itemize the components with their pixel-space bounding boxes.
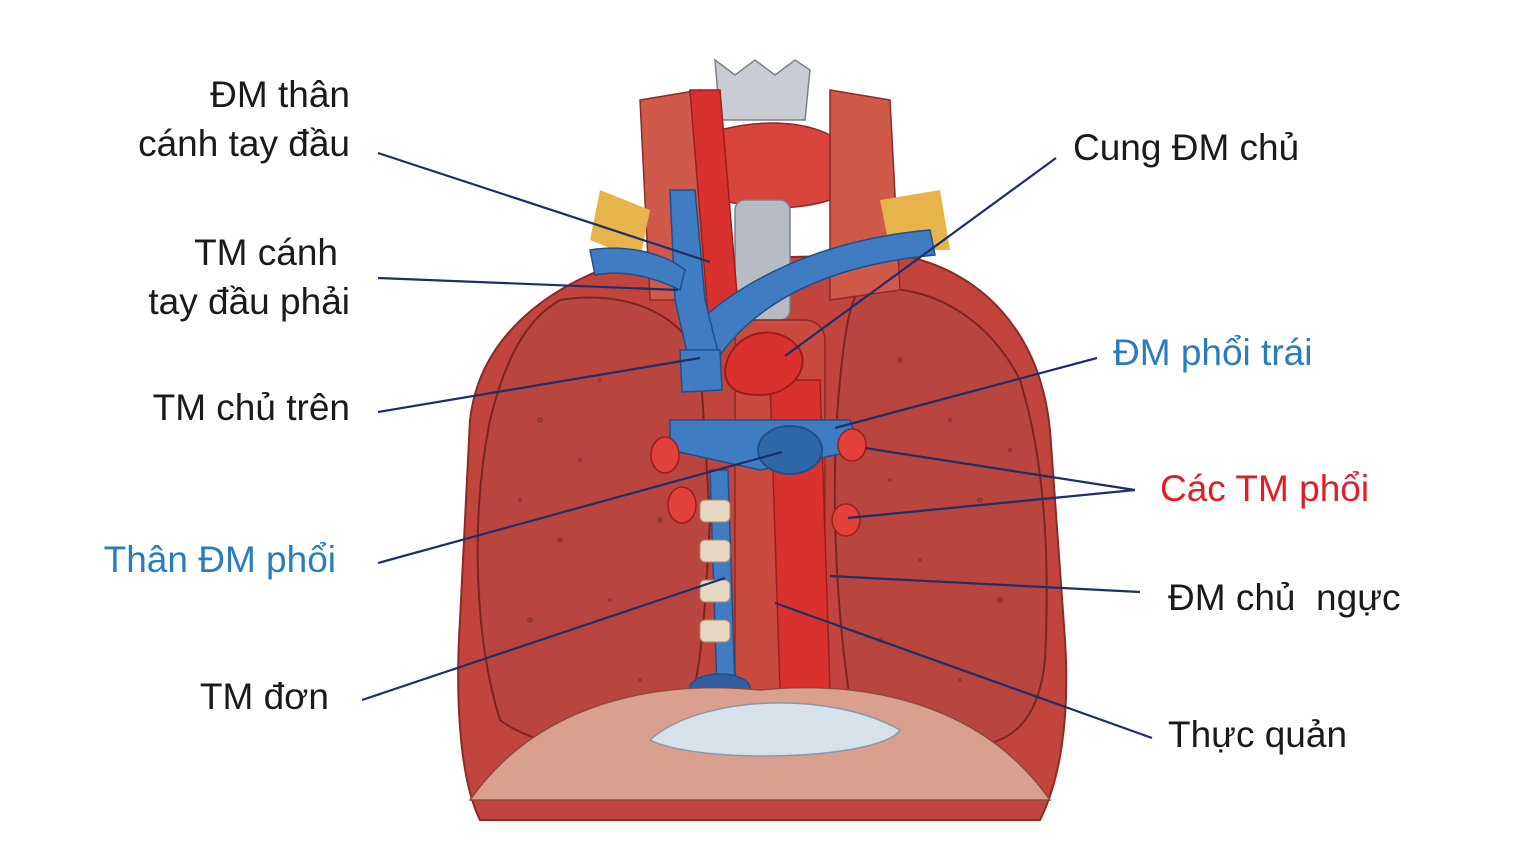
pulmonary-vein-3: [837, 428, 867, 462]
label-brachiocephalic-trunk-line2: cánh tay đầu: [138, 123, 350, 164]
thyroid: [719, 122, 831, 209]
left-brachiocephalic-vein: [688, 229, 936, 357]
label-azygos-vein: TM đơn: [199, 676, 329, 717]
leader-superior-vena-cava: [377, 356, 701, 414]
label-brachiocephalic-trunk: ĐM thân cánh tay đầu: [138, 70, 350, 168]
vertebrae: [699, 499, 731, 643]
pulmonary-trunk-vessel: [757, 425, 823, 475]
leader-pulmonary-trunk: [377, 450, 783, 565]
leader-brachiocephalic-trunk: [377, 151, 711, 264]
label-right-brachiocephalic-vein-line1: TM cánh: [194, 232, 338, 273]
label-right-brachiocephalic-vein-line2: tay đầu phải: [148, 281, 350, 322]
leader-left-pulmonary-artery: [834, 356, 1098, 430]
leader-pulmonary-veins-upper: [864, 446, 1136, 492]
label-right-brachiocephalic-vein: TM cánh tay đầu phải: [148, 228, 350, 326]
right-subclavian-vein: [589, 247, 686, 292]
label-aortic-arch: Cung ĐM chủ: [1073, 127, 1300, 168]
label-brachiocephalic-trunk-line1: ĐM thân: [210, 74, 350, 115]
pulmonary-vein-4: [831, 503, 861, 537]
label-superior-vena-cava: TM chủ trên: [152, 387, 350, 428]
label-thoracic-aorta: ĐM chủ ngực: [1168, 577, 1401, 618]
label-left-pulmonary-artery: ĐM phổi trái: [1113, 332, 1313, 373]
right-lung: [476, 296, 712, 752]
central-tendon: [648, 702, 902, 757]
pulmonary-vein-2: [667, 486, 697, 524]
leader-right-brachiocephalic-vein: [377, 276, 679, 292]
leader-azygos-vein: [361, 576, 726, 702]
aortic-arch-vessel: [723, 331, 804, 397]
label-pulmonary-veins: Các TM phổi: [1160, 468, 1370, 509]
leader-thoracic-aorta: [829, 574, 1141, 594]
leader-lines: [361, 151, 1153, 740]
leader-pulmonary-veins-lower: [847, 488, 1136, 520]
pulmonary-vein-1: [650, 436, 680, 474]
label-esophagus: Thực quản: [1168, 714, 1348, 755]
superior-vena-cava-vessel: [679, 349, 723, 393]
leader-esophagus: [774, 601, 1153, 740]
larynx-cartilage: [714, 58, 811, 121]
leader-aortic-arch: [784, 157, 1057, 357]
fat-left: [590, 190, 650, 260]
label-pulmonary-trunk: Thân ĐM phổi: [103, 539, 336, 580]
lung-texture: [518, 357, 1012, 682]
